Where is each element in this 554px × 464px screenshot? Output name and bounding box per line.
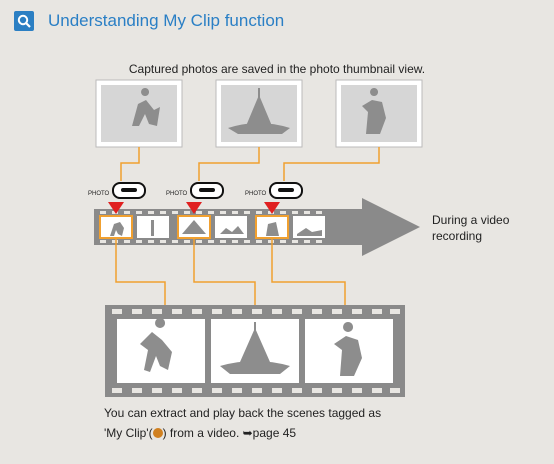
my-clip-film-strip: [105, 305, 405, 397]
my-clip-icon: [152, 428, 163, 438]
connector-lines-top: [120, 147, 380, 181]
photo-label-3: PHOTO: [245, 191, 267, 197]
photo-frame-3: [335, 79, 423, 148]
page-title: Understanding My Clip function: [48, 11, 285, 30]
photo-label-1: PHOTO: [88, 191, 110, 197]
side-label: During a video recording: [432, 213, 510, 243]
header: Understanding My Clip function: [14, 8, 284, 34]
caption-top: Captured photos are saved in the photo t…: [128, 62, 426, 76]
photo-button-2: PHOTO: [166, 182, 224, 199]
my-clip-markers: [108, 202, 280, 214]
video-timeline-arrow: [94, 198, 420, 256]
connector-lines-bottom: [115, 238, 346, 305]
photo-button-3: PHOTO: [245, 182, 303, 199]
photo-label-2: PHOTO: [166, 191, 188, 197]
photo-frame-2: [215, 79, 303, 148]
photo-button-1: PHOTO: [88, 182, 146, 199]
caption-bottom: You can extract and play back the scenes…: [104, 406, 382, 440]
search-icon: [14, 11, 34, 31]
photo-frame-1: [95, 79, 183, 148]
